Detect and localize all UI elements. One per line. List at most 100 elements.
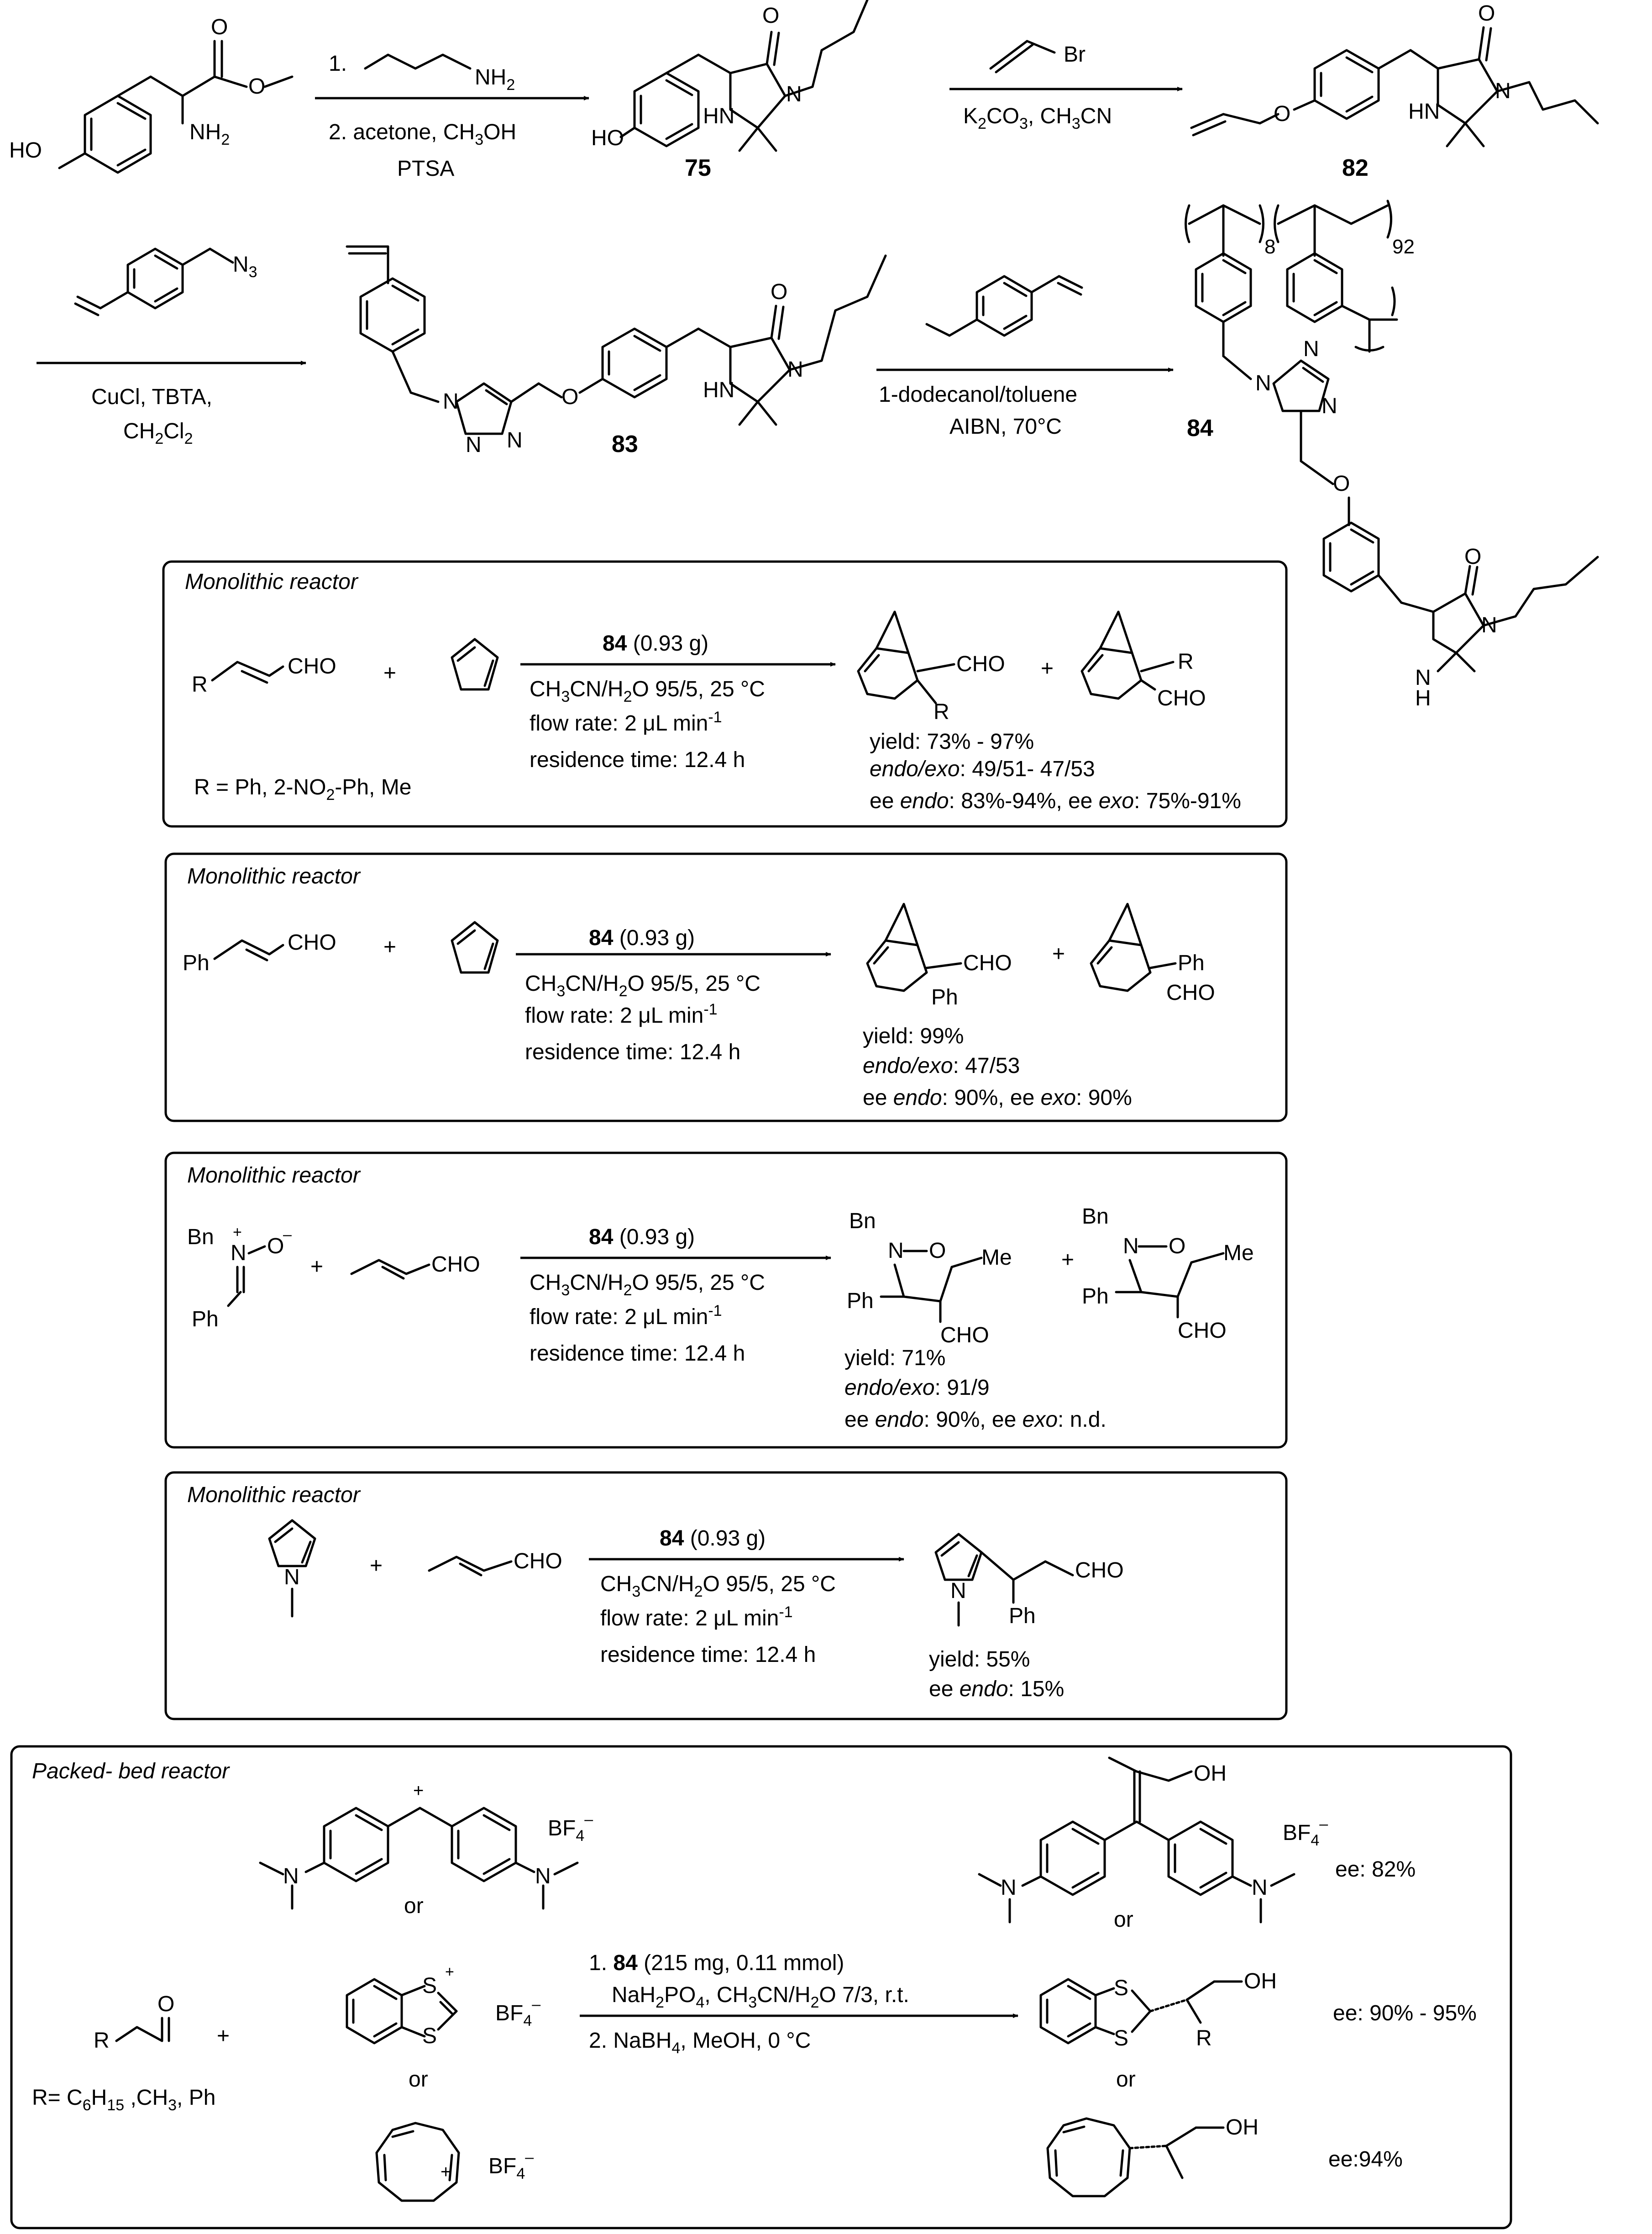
svg-text:+: + [441,2162,451,2182]
compound-83: N N N O O HN N 83 [346,245,887,457]
svg-text:CH3CN/H2O 95/5, 25 °C: CH3CN/H2O 95/5, 25 °C [525,972,760,1000]
svg-text:residence time: 12.4 h: residence time: 12.4 h [530,748,745,772]
svg-text:residence time: 12.4 h: residence time: 12.4 h [600,1643,816,1667]
svg-text:N: N [466,433,482,457]
svg-text:or: or [404,1894,424,1918]
svg-text:CH2Cl2: CH2Cl2 [123,419,193,447]
svg-text:84 (0.93 g): 84 (0.93 g) [660,1526,766,1551]
box1-results: yield: 73% - 97% endo/exo: 49/51- 47/53 … [870,730,1241,813]
box2-conditions: 84 (0.93 g) CH3CN/H2O 95/5, 25 °C flow r… [525,926,760,1064]
svg-text:CHO: CHO [1178,1319,1227,1343]
svg-text:S: S [422,1974,437,1998]
label-o: O [248,74,265,99]
svg-text:OH: OH [1226,2115,1259,2139]
box3-title: Monolithic reactor [187,1163,361,1188]
svg-text:+: + [1041,657,1054,681]
box2-reactants: Ph CHO + [183,921,499,975]
svg-text:N: N [1252,1876,1268,1900]
packed-reactants: R O R= C6H15 ,CH3, Ph + [32,1992,230,2114]
svg-text:N: N [1322,394,1337,418]
label-ho: HO [9,138,42,163]
svg-text:Ph: Ph [192,1307,219,1331]
svg-text:O: O [1478,1,1495,26]
box2-title: Monolithic reactor [187,864,361,888]
box3-results: yield: 71% endo/exo: 91/9 ee endo: 90%, … [844,1346,1107,1432]
step4-solvent: 1-dodecanol/toluene [879,383,1077,407]
svg-text:S: S [422,2024,437,2048]
svg-text:+: + [1061,1248,1074,1272]
step1-conditions: 1. NH2 2. acetone, CH3OH PTSA [329,52,516,181]
svg-text:O: O [267,1234,284,1258]
svg-text:BF4–: BF4– [548,1811,593,1845]
svg-text:+: + [445,1963,454,1981]
svg-text:84 (0.93 g): 84 (0.93 g) [603,631,708,656]
monolithic-reactor-box-3 [164,1151,1288,1449]
svg-text:+: + [383,661,396,685]
svg-text:flow rate: 2 μL min-1: flow rate: 2 μL min-1 [600,1603,793,1630]
step2-conditions: Br K2CO3, CH3CN [963,40,1112,132]
svg-text:H: H [1415,686,1431,710]
svg-text:+: + [310,1255,323,1279]
svg-text:Ph: Ph [1082,1284,1109,1309]
box1-conditions: 84 (0.93 g) CH3CN/H2O 95/5, 25 °C flow r… [530,631,765,772]
svg-text:Bn: Bn [187,1225,214,1249]
compound-label-84: 84 [1187,415,1213,442]
svg-text:+: + [217,2024,230,2048]
svg-text:K2CO3, CH3CN: K2CO3, CH3CN [963,104,1112,132]
svg-text:N: N [231,1241,246,1265]
step4-initiator: AIBN, 70°C [949,415,1062,439]
svg-text:+: + [413,1781,424,1801]
box1-reactants: R CHO + R = Ph, 2-NO2-Ph, Me [192,638,499,804]
svg-text:flow rate: 2 μL min-1: flow rate: 2 μL min-1 [525,1001,718,1028]
svg-text:endo/exo: 49/51- 47/53: endo/exo: 49/51- 47/53 [870,757,1095,781]
svg-text:N: N [283,1864,299,1888]
svg-text:R= C6H15 ,CH3, Ph: R= C6H15 ,CH3, Ph [32,2086,215,2114]
svg-text:CuCl, TBTA,: CuCl, TBTA, [91,385,212,409]
packed-title: Packed- bed reactor [32,1759,230,1783]
svg-text:HN: HN [1408,100,1440,124]
svg-text:N: N [1001,1876,1017,1900]
svg-text:1. 84 (215 mg, 0.11 mmol): 1. 84 (215 mg, 0.11 mmol) [589,1951,844,1975]
svg-text:PTSA: PTSA [397,157,454,181]
monolithic-reactor-box-4 [164,1471,1288,1720]
svg-text:BF4–: BF4– [1283,1815,1328,1849]
svg-text:OH: OH [1244,1969,1277,1993]
svg-text:ee endo: 90%, ee exo: 90%: ee endo: 90%, ee exo: 90% [863,1086,1132,1110]
svg-text:HN: HN [703,104,734,128]
svg-text:2. acetone, CH3OH: 2. acetone, CH3OH [329,120,516,148]
svg-text:residence time: 12.4 h: residence time: 12.4 h [530,1341,745,1366]
svg-text:N: N [787,357,803,382]
svg-text:1.: 1. [329,52,347,76]
box4-conditions: 84 (0.93 g) CH3CN/H2O 95/5, 25 °C flow r… [600,1526,836,1667]
svg-text:NH2: NH2 [475,65,515,94]
svg-text:CHO: CHO [1075,1558,1124,1582]
svg-text:or: or [409,2067,428,2092]
product-diarylmethyl-alcohol: OH N N BF4– or [978,1756,1328,1932]
svg-text:2. NaBH4, MeOH, 0 °C: 2. NaBH4, MeOH, 0 °C [589,2029,811,2057]
svg-text:or: or [1116,2067,1136,2092]
svg-text:CHO: CHO [514,1549,562,1573]
svg-text:N: N [786,82,802,106]
svg-text:N: N [1495,79,1511,103]
svg-text:Ph: Ph [1178,951,1205,975]
box4-products: N CHO Ph [934,1533,1124,1628]
compound-84-polymer: 8 92 N N N O [1185,200,1599,710]
tyrosine-methyl-ester: HO NH2 O O [9,15,294,174]
svg-text:O: O [929,1239,946,1263]
svg-text:Bn: Bn [849,1209,876,1233]
svg-text:HO: HO [591,126,624,150]
svg-text:Bn: Bn [1082,1204,1109,1229]
svg-text:O: O [561,385,578,409]
svg-text:Ph: Ph [931,985,958,1009]
svg-text:NaH2PO4, CH3CN/H2O 7/3, r.t.: NaH2PO4, CH3CN/H2O 7/3, r.t. [612,1983,909,2011]
svg-text:N: N [443,389,459,414]
ee-diaryl: ee: 82% [1335,1857,1416,1882]
svg-text:CHO: CHO [956,652,1005,676]
tropylium-salt: + BF4– [375,2122,534,2202]
svg-text:flow rate: 2 μL min-1: flow rate: 2 μL min-1 [530,1302,722,1329]
svg-text:R: R [1178,650,1194,674]
svg-text:CHO: CHO [288,930,336,955]
svg-text:N: N [1303,337,1319,361]
svg-text:8: 8 [1264,236,1275,258]
